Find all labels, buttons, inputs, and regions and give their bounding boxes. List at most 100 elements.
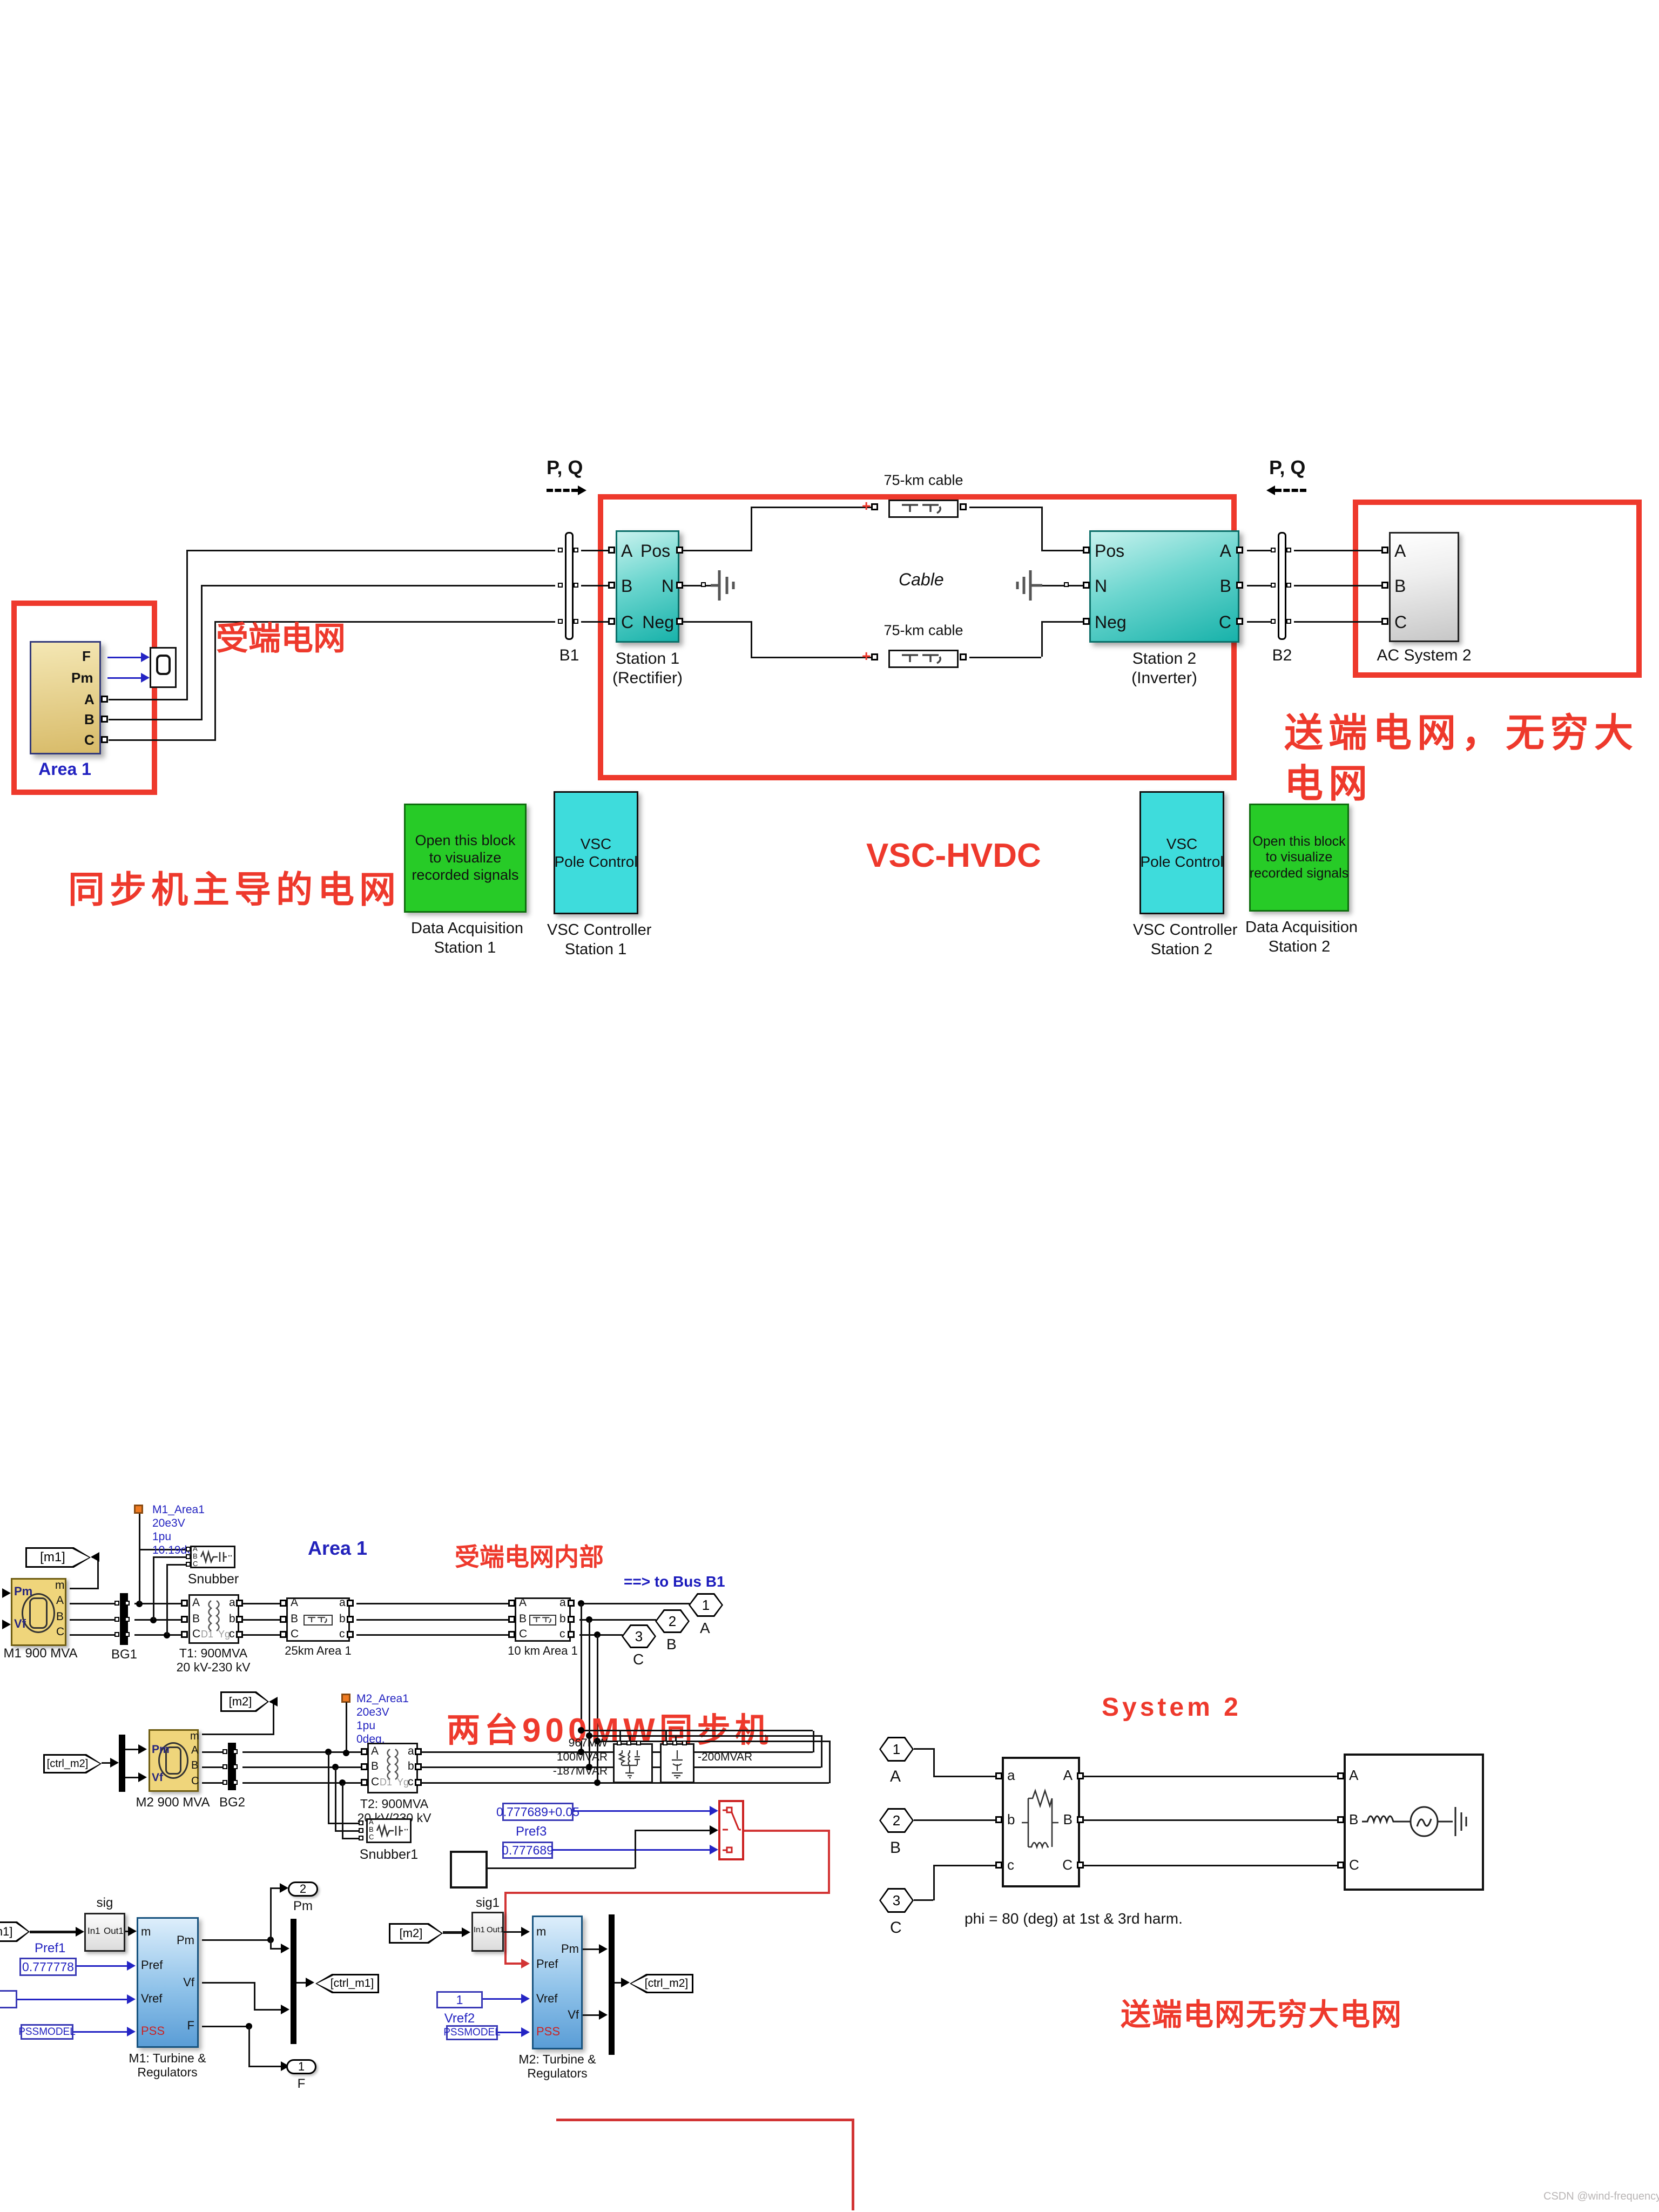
goto-ctrl-m1[interactable]: [ctrl_m1] (315, 1974, 379, 1993)
snubber1-block[interactable] (366, 1818, 412, 1843)
station2-block[interactable] (1089, 530, 1239, 643)
wire (829, 1741, 831, 1783)
daq-station2-block[interactable]: Open this block to visualize recorded si… (1249, 804, 1349, 912)
goto-m1[interactable]: [m1] (25, 1547, 91, 1568)
to-bus-b1-annotation: ==> to Bus B1 (624, 1573, 725, 1590)
inport-3-hex[interactable]: 3 (879, 1888, 914, 1913)
wire (504, 1963, 522, 1965)
snubber-rc-icon (200, 1549, 232, 1564)
rlc-load-block[interactable] (613, 1743, 653, 1783)
wire (356, 1619, 511, 1621)
wire (1247, 550, 1274, 551)
wire (109, 719, 203, 720)
port (101, 716, 108, 723)
wire (248, 2066, 283, 2067)
wire-arrowhead (127, 2027, 136, 2036)
vsc-controller1-block[interactable]: VSC Pole Control (554, 791, 638, 914)
port (236, 1600, 243, 1607)
inport-1-hex[interactable]: 1 (879, 1737, 914, 1762)
m2-turbine-label-line2: Regulators (527, 2066, 588, 2080)
vref1-constant[interactable] (0, 1990, 17, 2008)
wire (675, 1736, 677, 1743)
wire (581, 1730, 813, 1731)
from-m1[interactable]: [m1] (0, 1921, 30, 1942)
wire (328, 1752, 329, 1824)
station1-block[interactable] (616, 530, 679, 643)
outport-1-f[interactable]: 1 (286, 2059, 316, 2074)
vref2-constant[interactable]: 1 (436, 1991, 483, 2008)
cable-top-block[interactable] (888, 500, 959, 518)
sig-subsystem[interactable] (84, 1913, 125, 1952)
m1-machine-label: M1 900 MVA (3, 1646, 78, 1661)
station2-port-pos: Pos (1095, 541, 1125, 561)
scope-block[interactable] (150, 647, 177, 688)
outport-1-hex[interactable]: 1 (689, 1593, 723, 1617)
voltage-tag-icon[interactable] (341, 1694, 350, 1703)
t1-transformer-block[interactable] (188, 1594, 239, 1644)
port (1337, 1816, 1344, 1823)
area1-port-b: B (84, 711, 95, 727)
from-m2[interactable]: [m2] (389, 1923, 443, 1944)
wire (635, 1830, 636, 1869)
line-25km-block[interactable] (286, 1597, 350, 1642)
t2-winding-yg: Yg (397, 1777, 409, 1788)
outport-2-hex[interactable]: 2 (655, 1609, 690, 1633)
t1-label-line2: 20 kV-230 kV (176, 1660, 251, 1674)
ac-system2-block[interactable] (1389, 532, 1459, 642)
from-ctrl-m2[interactable]: [ctrl_m2] (43, 1754, 102, 1773)
goto-m2[interactable]: [m2] (220, 1691, 269, 1712)
voltage-tag-icon[interactable] (134, 1505, 143, 1514)
pssmodel2-constant[interactable]: PSSMODEL (443, 2025, 501, 2040)
wire (579, 1634, 623, 1636)
capacitor-load-block[interactable] (660, 1743, 694, 1783)
wire (1294, 621, 1384, 623)
outport-3-hex[interactable]: 3 (622, 1624, 656, 1648)
bus-bg2[interactable] (228, 1743, 236, 1790)
wire (202, 1939, 270, 1941)
station2-port-c: C (1218, 612, 1231, 632)
cable-bottom-block[interactable] (888, 650, 959, 668)
wire (242, 1751, 364, 1753)
wire (635, 1830, 711, 1831)
port (222, 1780, 227, 1785)
mux-m2[interactable] (609, 1914, 615, 2055)
pssmodel1-constant[interactable]: PSSMODEL (18, 2024, 76, 2040)
m1-turbine-block[interactable] (137, 1917, 199, 2048)
daq1-caption-line1: Data Acquisition (411, 920, 523, 937)
port (114, 1601, 119, 1606)
wire (504, 1892, 830, 1894)
wire-arrowhead (138, 1744, 147, 1754)
unnamed-square-block[interactable] (450, 1851, 488, 1889)
daq-station1-block[interactable]: Open this block to visualize recorded si… (404, 804, 527, 913)
mux-m1[interactable] (291, 1919, 296, 2044)
m1-port-a: A (56, 1594, 64, 1607)
m2-turbine-block[interactable] (532, 1916, 583, 2049)
line25-port-a: a (339, 1596, 346, 1609)
pref1-constant[interactable]: 0.777778 (19, 1958, 77, 1976)
bus-b1[interactable] (565, 532, 574, 640)
wire (1247, 621, 1274, 623)
vsc-controller2-block[interactable]: VSC Pole Control (1139, 791, 1224, 914)
wire (153, 1556, 154, 1620)
switch-icon (723, 1806, 741, 1853)
wire (498, 2032, 522, 2033)
sig1-subsystem[interactable] (471, 1912, 504, 1952)
pref3-constant[interactable]: 0.777689 (502, 1842, 554, 1859)
daq2-text-line1: Open this block (1252, 833, 1346, 849)
demux-m2[interactable] (119, 1735, 125, 1792)
daq1-text-line2: to visualize (429, 849, 502, 866)
port (701, 582, 706, 587)
port (676, 618, 683, 625)
vsc1-text-line1: VSC (580, 835, 612, 852)
inport-2-hex[interactable]: 2 (879, 1808, 914, 1833)
area1-subsystem-block[interactable] (30, 641, 101, 754)
port (222, 1764, 227, 1769)
t2-port-A: A (371, 1745, 379, 1757)
goto-ctrl-m2[interactable]: [ctrl_m2] (630, 1974, 693, 1993)
wire (153, 1556, 190, 1558)
t2-transformer-block[interactable] (367, 1743, 418, 1793)
pref3-step-constant[interactable]: 0.777689+0.05 (496, 1803, 579, 1821)
wire (553, 1849, 711, 1851)
bus-b2[interactable] (1278, 532, 1286, 640)
outport-2-pm[interactable]: 2 (288, 1881, 318, 1897)
